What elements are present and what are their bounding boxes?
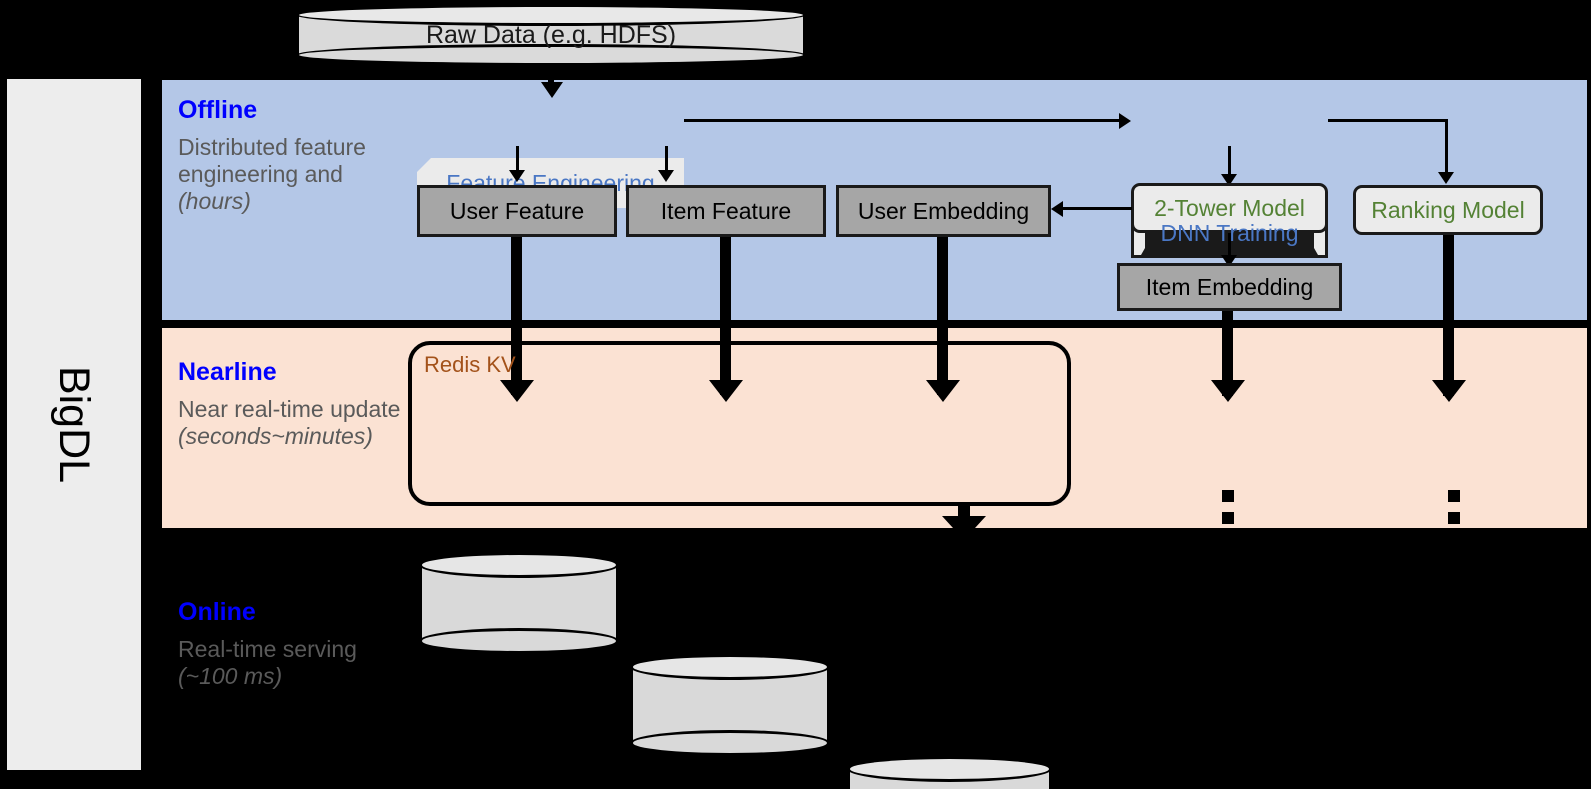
nearline-title: Nearline <box>178 358 277 386</box>
caption-online: Online Real-time serving (~100 ms) <box>178 598 393 690</box>
edge-twotower-userembedding <box>1062 207 1132 210</box>
item-feature-store-bottom <box>630 730 830 756</box>
item-feature-label: Item Feature <box>660 197 792 224</box>
caption-nearline: Nearline Near real-time update (seconds~… <box>178 358 406 450</box>
user-embedding-label: User Embedding <box>857 197 1030 224</box>
arrowhead-rawdata-fe <box>541 82 563 98</box>
edge-twotower-itemembedding <box>1228 233 1231 261</box>
arrowhead-itemembedding-vectorindex <box>1211 380 1245 402</box>
dnn-training-label: DNN Training <box>1160 219 1299 246</box>
node-user-feature[interactable]: User Feature <box>417 185 617 237</box>
pipe-userembedding-redis <box>937 237 948 395</box>
edge-fe-dnn <box>684 119 1121 122</box>
edge-fe-userfeature <box>516 146 519 174</box>
node-two-tower-model[interactable]: 2-Tower Model <box>1131 183 1328 233</box>
arrowhead-fe-userfeature <box>509 170 525 182</box>
node-item-embedding[interactable]: Item Embedding <box>1117 263 1342 311</box>
arrowhead-userfeature-redis <box>500 380 534 402</box>
online-description: Real-time serving (~100 ms) <box>178 636 393 690</box>
user-feature-store-bottom <box>419 628 619 654</box>
online-description-emphasis: (~100 ms) <box>178 662 283 689</box>
pipe-itemfeature-redis <box>720 237 731 395</box>
raw-data-store: Raw Data (e.g. HDFS) <box>296 4 806 66</box>
arrowhead-itemfeature-redis <box>709 380 743 402</box>
raw-data-bottom <box>296 44 806 66</box>
connector-square-models-1 <box>1448 490 1460 502</box>
user-feature-label: User Feature <box>449 197 585 224</box>
arrowhead-dnn-ranking <box>1438 172 1454 184</box>
online-title: Online <box>178 598 256 626</box>
nearline-description: Near real-time update (seconds~minutes) <box>178 396 406 450</box>
band-nearline <box>158 324 1591 532</box>
redis-kv-container <box>408 341 1071 506</box>
store-item-feature[interactable] <box>630 654 830 756</box>
two-tower-model-label: 2-Tower Model <box>1154 194 1305 221</box>
node-item-feature[interactable]: Item Feature <box>626 185 826 237</box>
edge-dnn-ranking-v <box>1445 119 1448 176</box>
raw-data-label: Raw Data (e.g. HDFS) <box>425 20 677 49</box>
caption-offline: Offline Distributed feature engineering … <box>178 96 393 215</box>
connector-square-vectorindex-1 <box>1222 490 1234 502</box>
store-user-embedding[interactable] <box>847 756 1052 789</box>
edge-rawdata-fe <box>548 66 554 88</box>
bigdl-label: BigDL <box>50 365 99 484</box>
arrowhead-fe-dnn <box>1119 113 1131 129</box>
online-description-text: Real-time serving <box>178 636 357 662</box>
pipe-userfeature-redis <box>511 237 522 395</box>
nearline-description-text: Near real-time update <box>178 396 401 422</box>
arrowhead-rankingmodel-models <box>1432 380 1466 402</box>
edge-dnn-ranking-h <box>1328 119 1448 122</box>
connector-square-featureservice <box>958 506 970 518</box>
store-user-feature[interactable] <box>419 552 619 654</box>
edge-dnn-twotower <box>1228 146 1231 178</box>
raw-data-top <box>296 4 806 26</box>
offline-title: Offline <box>178 96 258 124</box>
arrowhead-twotower-userembedding <box>1051 201 1063 217</box>
arrowhead-fe-itemfeature <box>658 170 674 182</box>
user-feature-store-top <box>419 552 619 578</box>
node-user-embedding[interactable]: User Embedding <box>836 185 1051 237</box>
node-ranking-model[interactable]: Ranking Model <box>1353 185 1543 235</box>
edge-fe-itemfeature <box>665 146 668 174</box>
offline-description-emphasis: (hours) <box>178 187 251 214</box>
user-embedding-store-top <box>847 756 1052 782</box>
connector-square-models-2 <box>1448 512 1460 524</box>
offline-description: Distributed feature engineering and (hou… <box>178 134 393 215</box>
connector-square-vectorindex-2 <box>1222 512 1234 524</box>
offline-description-text: Distributed feature engineering and <box>178 134 366 187</box>
pipe-itemembedding-vectorindex <box>1222 311 1233 396</box>
item-embedding-label: Item Embedding <box>1145 273 1314 300</box>
nearline-description-emphasis: (seconds~minutes) <box>178 422 373 449</box>
redis-kv-label: Redis KV <box>424 352 516 377</box>
arrowhead-userembedding-redis <box>926 380 960 402</box>
item-feature-store-top <box>630 654 830 680</box>
bigdl-rail: BigDL <box>4 76 144 773</box>
pipe-rankingmodel-models <box>1443 235 1454 396</box>
arrowhead-redis-featureservice <box>942 516 986 540</box>
ranking-model-label: Ranking Model <box>1371 196 1525 223</box>
